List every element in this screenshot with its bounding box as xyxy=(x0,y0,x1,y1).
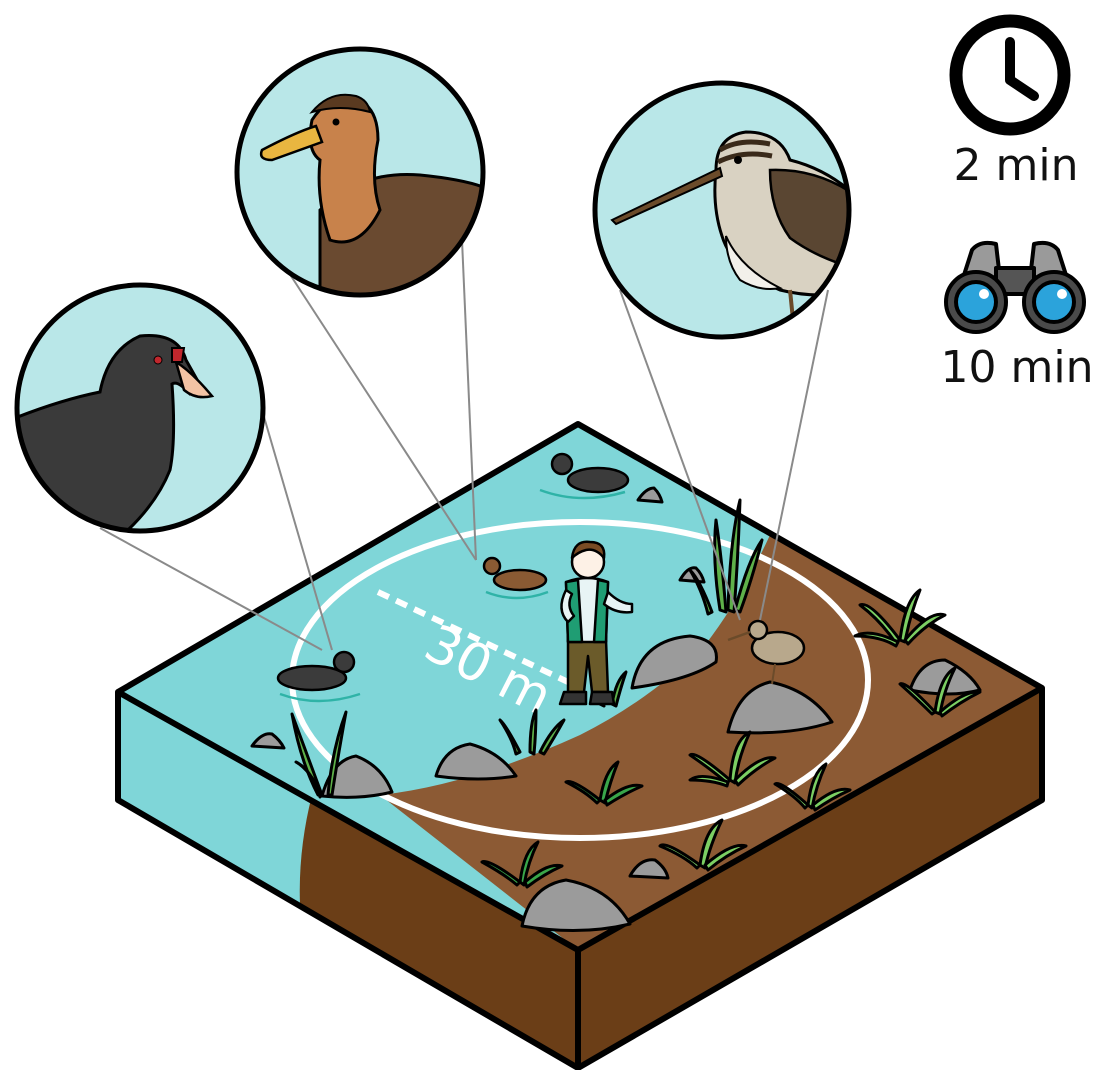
snipe-eye xyxy=(734,156,742,164)
coot-shield xyxy=(172,348,184,362)
duck-eye xyxy=(333,119,340,126)
snipe-callout xyxy=(595,83,862,337)
clock-icon xyxy=(956,21,1064,129)
duck-callout xyxy=(237,49,490,300)
observer-shoes xyxy=(560,692,614,704)
listen-time-label: 2 min xyxy=(946,140,1086,191)
coot-callout xyxy=(10,285,263,560)
binoculars-icon xyxy=(946,243,1084,332)
watch-time-label: 10 min xyxy=(940,342,1094,393)
coot-eye xyxy=(154,356,162,364)
